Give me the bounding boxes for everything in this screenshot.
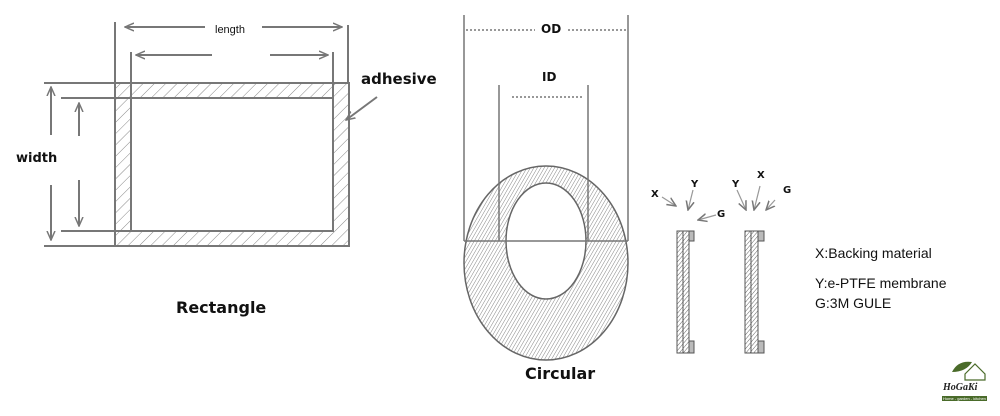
circular-gasket [463,15,629,361]
left-x-label: X [651,189,659,200]
od-label: OD [541,22,562,36]
legend-g: G:3M GULE [815,295,892,311]
legend-x: X:Backing material [815,245,932,261]
hogaki-logo-icon [952,361,986,381]
left-g-label: G [717,209,726,220]
width-label: width [16,151,58,166]
rectangle-gasket [44,22,378,247]
layer-pointer-arrows [661,185,776,220]
rectangle-title: Rectangle [176,298,267,317]
logo-tagline: Home - garden - kitchen [942,396,987,401]
logo-name: HoGaKi [943,382,978,393]
layer-section-left [676,230,695,354]
right-y-label: Y [732,179,740,190]
length-label: length [215,24,245,36]
adhesive-label: adhesive [361,70,437,88]
layer-section-right [744,230,765,354]
id-label: ID [542,70,557,84]
circular-title: Circular [525,364,596,383]
legend-y: Y:e-PTFE membrane [815,275,947,291]
right-g-label: G [783,185,792,196]
right-x-label: X [757,170,765,181]
left-y-label: Y [691,179,699,190]
